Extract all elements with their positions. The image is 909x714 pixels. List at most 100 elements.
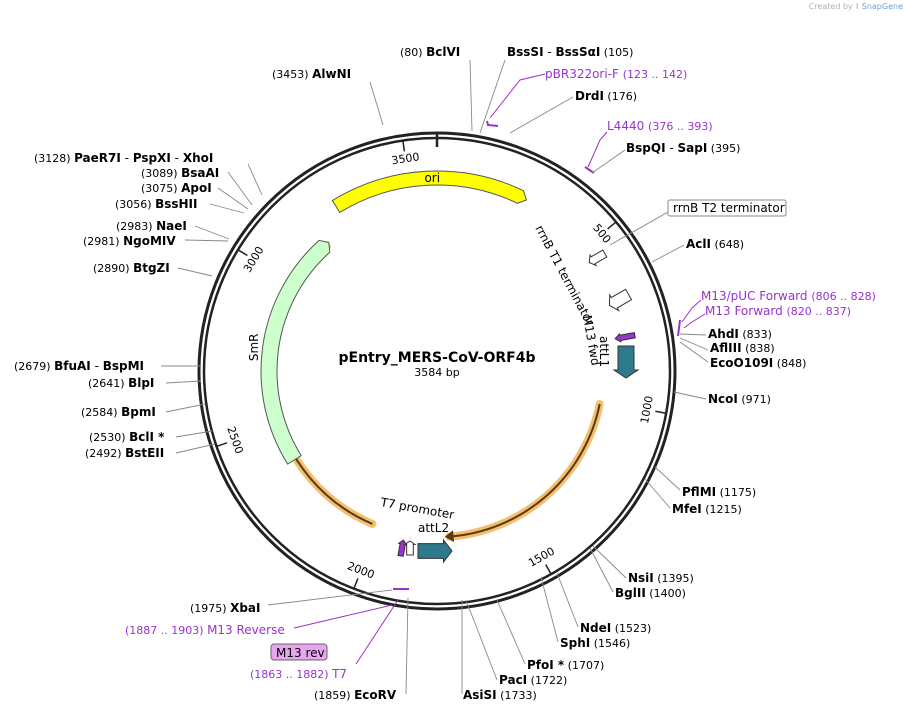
- leader-line: [540, 576, 559, 643]
- enzyme-label-bpmi[interactable]: (2584) BpmI: [81, 405, 156, 419]
- smr-feature[interactable]: [260, 239, 331, 465]
- ori-feature[interactable]: [331, 170, 528, 214]
- leader-line: [177, 267, 213, 277]
- enzyme-label-bsssi[interactable]: BssSI - BssSαI (105): [507, 45, 633, 59]
- tick-mark: [545, 564, 552, 575]
- tick-label: 2000: [345, 559, 376, 581]
- enzyme-label-pflmi[interactable]: PflMI (1175): [682, 485, 756, 499]
- enzyme-label-alwni[interactable]: (3453) AlwNI: [272, 67, 351, 81]
- tick-mark: [607, 221, 617, 230]
- enzyme-label-ngomiv[interactable]: (2981) NgoMIV: [83, 234, 176, 248]
- credit-prefix: Created by: [808, 2, 853, 11]
- leader-line: [469, 59, 473, 132]
- enzyme-label-bclvi[interactable]: (80) BclVI: [400, 45, 460, 59]
- plasmid-name: pEntry_MERS-CoV-ORF4b: [339, 350, 536, 366]
- leader-line: [175, 443, 216, 454]
- leader-line: [679, 337, 709, 351]
- primer-leader: [681, 299, 702, 323]
- m13-forward-mark: [677, 319, 681, 337]
- leader-line: [247, 163, 263, 196]
- enzyme-label-sphi[interactable]: SphI (1546): [560, 636, 630, 650]
- leader-line: [654, 466, 681, 491]
- enzyme-label-ecorv[interactable]: (1859) EcoRV: [314, 688, 397, 702]
- enzyme-label-mfei[interactable]: MfeI (1215): [672, 502, 742, 516]
- leader-line: [591, 149, 626, 174]
- leader-line: [679, 333, 707, 336]
- tick-label: 1000: [638, 395, 656, 425]
- snapgene-credit: Created by ⌇ SnapGene: [809, 2, 903, 11]
- enzyme-label-bglii[interactable]: BglII (1400): [615, 586, 686, 600]
- primer-label-t7[interactable]: (1863 .. 1882) T7: [250, 667, 347, 681]
- enzyme-label-acli[interactable]: AclI (648): [686, 237, 744, 251]
- leader-line: [556, 572, 579, 628]
- enzyme-label-bfuai[interactable]: (2679) BfuAI - BspMI: [14, 359, 144, 373]
- t7-promoter-arrow[interactable]: [403, 540, 417, 556]
- enzyme-label-bsaai[interactable]: (3089) BsaAI: [141, 166, 219, 180]
- enzyme-label-paer7i[interactable]: (3128) PaeR7I - PspXI - XhoI: [34, 151, 213, 165]
- leader-line: [589, 547, 614, 593]
- enzyme-label-bsshii[interactable]: (3056) BssHII: [115, 197, 197, 211]
- snapgene-logo-icon: ⌇: [855, 2, 860, 11]
- leader-line: [165, 380, 202, 384]
- labels-group: (3453) AlwNI (80) BclVI BssSI - BssSαI (10…: [14, 45, 876, 702]
- primer-label-m13-rev[interactable]: M13 rev: [276, 646, 325, 660]
- rrnb-t2-box: [667, 199, 787, 217]
- primer-leader: [293, 604, 393, 629]
- attl2-arrow[interactable]: [417, 538, 453, 564]
- ori-label: ori: [424, 171, 440, 185]
- tick-label: 3500: [391, 150, 421, 167]
- enzyme-label-ncoi[interactable]: NcoI (971): [708, 392, 771, 406]
- tick-mark: [216, 442, 228, 448]
- leader-line: [184, 239, 229, 242]
- leader-line: [609, 211, 669, 246]
- attl1-label: attL1: [597, 336, 611, 367]
- orf-outline: [445, 400, 604, 541]
- rrnb-t2-arrow[interactable]: [586, 248, 608, 267]
- enzyme-label-btgzi[interactable]: (2890) BtgZI: [93, 261, 170, 275]
- enzyme-label-ahdi[interactable]: AhdI (833): [708, 327, 772, 341]
- enzyme-label-drdi[interactable]: DrdI (176): [575, 89, 637, 103]
- smr-label: SmR: [247, 334, 261, 362]
- rrnb-t1-arrow[interactable]: [605, 287, 633, 314]
- leader-line: [209, 203, 245, 214]
- attl2-label: attL2: [418, 521, 449, 535]
- tick-label: 500: [590, 222, 613, 246]
- enzyme-label-apoi[interactable]: (3075) ApoI: [141, 181, 212, 195]
- rrnb-t1-label: rrnB T1 terminator: [532, 223, 597, 328]
- m13-rev-box: [270, 643, 328, 661]
- leaders-group: [161, 59, 709, 695]
- primer-label-m13-reverse[interactable]: (1887 .. 1903) M13 Reverse: [125, 623, 285, 637]
- leader-line: [509, 96, 574, 134]
- enzyme-label-ndei[interactable]: NdeI (1523): [580, 621, 651, 635]
- primer-label-m13-puc-forward[interactable]: M13/pUC Forward (806 .. 828): [701, 289, 876, 303]
- tick-label: 1500: [526, 545, 557, 570]
- enzyme-label-blpi[interactable]: (2641) BlpI: [88, 376, 154, 390]
- credit-brand: SnapGene: [861, 2, 903, 11]
- enzyme-label-nsii[interactable]: NsiI (1395): [628, 571, 694, 585]
- enzyme-label-bspqi[interactable]: BspQI - SapI (395): [626, 141, 740, 155]
- leader-line: [644, 478, 671, 509]
- m13rev-arrow[interactable]: [397, 539, 408, 557]
- pbr322ori-f-mark: [486, 120, 499, 127]
- primer-label-m13-forward[interactable]: M13 Forward (820 .. 837): [705, 304, 851, 318]
- enzyme-label-ecoo109i[interactable]: EcoO109I (848): [710, 356, 806, 370]
- enzyme-label-pfoi[interactable]: PfoI * (1707): [527, 658, 604, 672]
- enzyme-label-asisi[interactable]: AsiSI (1733): [463, 688, 537, 702]
- enzyme-label-afliii[interactable]: AflIII (838): [710, 341, 775, 355]
- tick-mark: [402, 140, 406, 152]
- enzyme-label-naei[interactable]: (2983) NaeI: [116, 219, 187, 233]
- enzyme-label-xbai[interactable]: (1975) XbaI: [190, 601, 260, 615]
- backbone-group: [197, 131, 677, 611]
- primer-label-pbr322ori-f[interactable]: pBR322ori-F (123 .. 142): [545, 67, 687, 81]
- leader-line: [165, 403, 206, 413]
- enzyme-label-paci[interactable]: PacI (1722): [499, 673, 567, 687]
- m13fwd-arrow[interactable]: [614, 331, 636, 343]
- enzyme-label-bsteii[interactable]: (2492) BstEII: [85, 446, 164, 460]
- primer-label-l4440[interactable]: L4440 (376 .. 393): [607, 119, 713, 133]
- attl1-arrow[interactable]: [612, 345, 640, 379]
- orf-arrowhead: [444, 530, 455, 543]
- enzyme-label-bcli[interactable]: (2530) BclI *: [89, 430, 165, 444]
- tick-label: 3000: [241, 244, 267, 275]
